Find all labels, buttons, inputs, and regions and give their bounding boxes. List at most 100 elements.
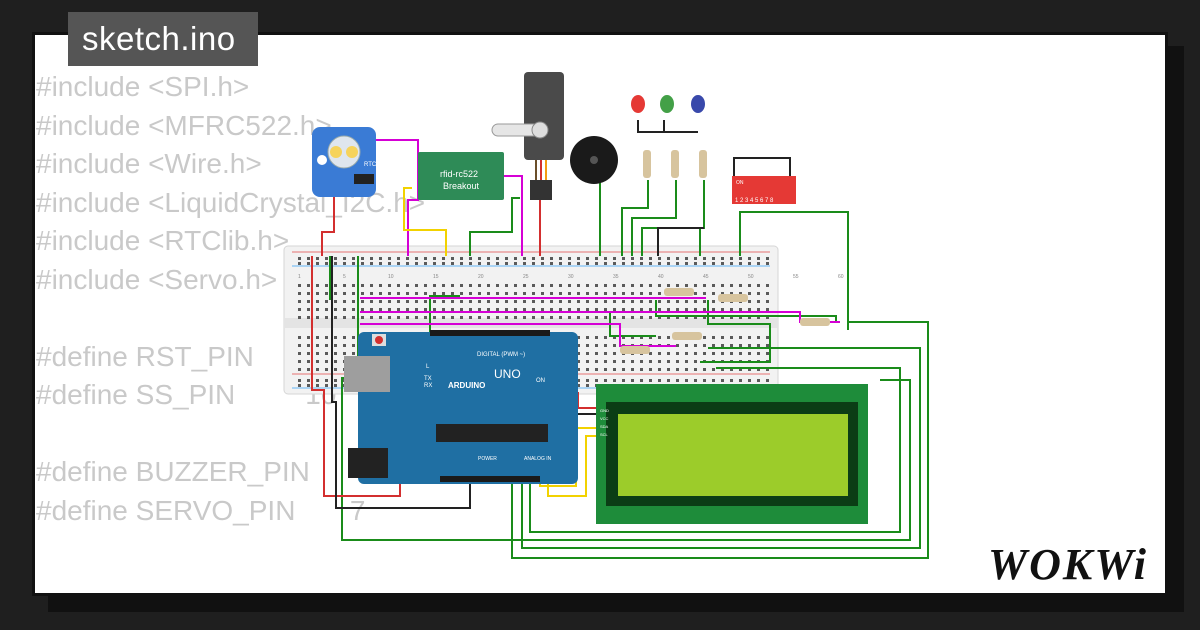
breadboard-hole xyxy=(658,316,661,319)
breadboard-hole xyxy=(424,300,427,303)
breadboard-hole xyxy=(415,316,418,319)
breadboard-hole xyxy=(604,300,607,303)
breadboard-hole xyxy=(757,316,760,319)
breadboard-hole xyxy=(487,316,490,319)
breadboard-hole xyxy=(541,300,544,303)
dip-on-label: ON xyxy=(736,180,744,186)
breadboard-hole xyxy=(586,262,589,265)
lcd-pin-sda: SDA xyxy=(600,424,609,429)
buzzer xyxy=(570,136,618,184)
breadboard-hole xyxy=(343,352,346,355)
breadboard-hole xyxy=(343,308,346,311)
breadboard-hole xyxy=(676,284,679,287)
breadboard-hole xyxy=(640,379,643,382)
breadboard-hole xyxy=(586,352,589,355)
breadboard-hole xyxy=(478,262,481,265)
breadboard-hole xyxy=(361,262,364,265)
breadboard-hole xyxy=(334,284,337,287)
breadboard-hole xyxy=(595,379,598,382)
breadboard-hole xyxy=(325,316,328,319)
breadboard-hole xyxy=(739,262,742,265)
breadboard-hole xyxy=(415,308,418,311)
breadboard-hole xyxy=(712,344,715,347)
breadboard-col-label: 25 xyxy=(523,274,529,280)
breadboard-hole xyxy=(343,284,346,287)
file-tab[interactable]: sketch.ino xyxy=(68,12,258,66)
breadboard-hole xyxy=(541,284,544,287)
breadboard-hole xyxy=(325,262,328,265)
breadboard-hole xyxy=(658,257,661,260)
breadboard-hole xyxy=(595,262,598,265)
breadboard-hole xyxy=(730,292,733,295)
arduino-tx-label: TX xyxy=(424,376,432,382)
breadboard-hole xyxy=(766,368,769,371)
breadboard-hole xyxy=(586,316,589,319)
breadboard-hole xyxy=(658,284,661,287)
breadboard-hole xyxy=(595,360,598,363)
rfid-label-line1: rfid-rc522 xyxy=(440,169,478,179)
breadboard-hole xyxy=(604,368,607,371)
breadboard-hole xyxy=(667,379,670,382)
breadboard-hole xyxy=(649,257,652,260)
breadboard-hole xyxy=(442,292,445,295)
breadboard-hole xyxy=(586,344,589,347)
breadboard-hole xyxy=(316,384,319,387)
breadboard-hole xyxy=(334,308,337,311)
dip-positions: 1 2 3 4 5 6 7 8 xyxy=(735,198,774,204)
breadboard-hole xyxy=(316,316,319,319)
breadboard-hole xyxy=(721,336,724,339)
breadboard-hole xyxy=(523,262,526,265)
breadboard-hole xyxy=(604,262,607,265)
breadboard-hole xyxy=(532,316,535,319)
breadboard-hole xyxy=(640,257,643,260)
breadboard-hole xyxy=(748,292,751,295)
breadboard-hole xyxy=(370,316,373,319)
breadboard-hole xyxy=(496,300,499,303)
breadboard-hole xyxy=(586,360,589,363)
breadboard-hole xyxy=(334,262,337,265)
breadboard-hole xyxy=(748,284,751,287)
breadboard-hole xyxy=(307,368,310,371)
breadboard-hole xyxy=(460,308,463,311)
breadboard-hole xyxy=(487,284,490,287)
breadboard-hole xyxy=(721,379,724,382)
breadboard-hole xyxy=(442,308,445,311)
breadboard-hole xyxy=(316,344,319,347)
breadboard-hole xyxy=(694,300,697,303)
breadboard-hole xyxy=(694,379,697,382)
breadboard-hole xyxy=(505,284,508,287)
breadboard-hole xyxy=(757,308,760,311)
breadboard-hole xyxy=(640,336,643,339)
breadboard-hole xyxy=(586,292,589,295)
breadboard-hole xyxy=(676,257,679,260)
breadboard-hole xyxy=(757,368,760,371)
breadboard-hole xyxy=(667,360,670,363)
breadboard-hole xyxy=(613,336,616,339)
breadboard-hole xyxy=(658,336,661,339)
breadboard-hole xyxy=(568,308,571,311)
breadboard-hole xyxy=(721,262,724,265)
breadboard-hole xyxy=(631,316,634,319)
breadboard-hole xyxy=(739,316,742,319)
breadboard-hole xyxy=(469,262,472,265)
breadboard-hole xyxy=(334,292,337,295)
breadboard-hole xyxy=(388,292,391,295)
wire-green xyxy=(609,312,656,337)
arduino-uno: DIGITAL (PWM ~) ARDUINO UNO ON L TX RX P… xyxy=(344,330,578,484)
breadboard-hole xyxy=(595,292,598,295)
breadboard-hole xyxy=(433,300,436,303)
breadboard-hole xyxy=(676,368,679,371)
breadboard-hole xyxy=(676,300,679,303)
breadboard-hole xyxy=(406,257,409,260)
breadboard-hole xyxy=(595,336,598,339)
breadboard-col-label: 50 xyxy=(748,274,754,280)
breadboard-hole xyxy=(334,379,337,382)
breadboard-hole xyxy=(631,379,634,382)
breadboard-hole xyxy=(757,300,760,303)
wire-black xyxy=(657,227,704,256)
wire-green xyxy=(655,300,837,322)
breadboard-hole xyxy=(370,257,373,260)
breadboard-hole xyxy=(388,284,391,287)
breadboard-hole xyxy=(622,368,625,371)
breadboard-hole xyxy=(316,292,319,295)
